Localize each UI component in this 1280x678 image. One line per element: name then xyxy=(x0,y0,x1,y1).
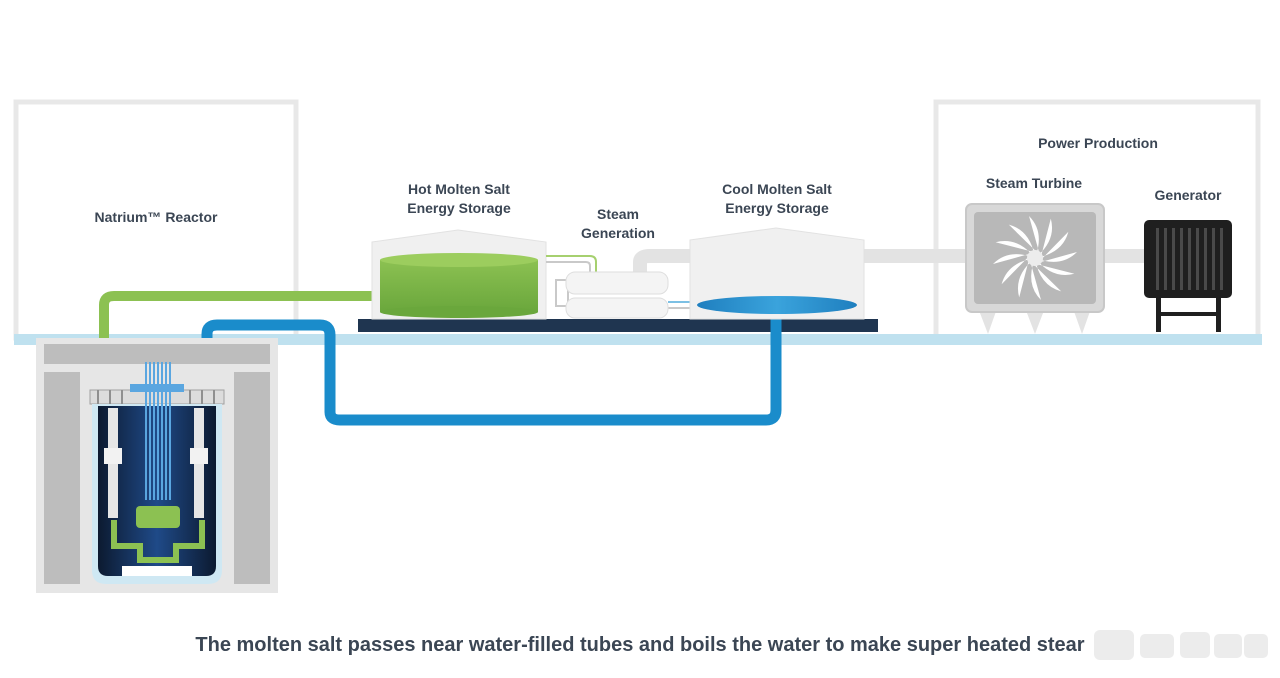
hot-storage-label-line1: Hot Molten Salt xyxy=(408,181,510,197)
hot-storage-label-line2: Energy Storage xyxy=(407,200,511,216)
turbine-fan-icon xyxy=(993,216,1077,300)
steam-generation-label-line1: Steam xyxy=(596,206,640,222)
cool-storage-label-line2: Energy Storage xyxy=(725,200,829,216)
cool-storage-label: Cool Molten Salt Energy Storage xyxy=(690,180,864,218)
steam-line xyxy=(633,249,1160,278)
power-production-label: Power Production xyxy=(1038,135,1158,151)
generator-label: Generator xyxy=(1154,187,1222,203)
steam-generation-label: Steam Generation xyxy=(558,205,678,243)
steam-generator xyxy=(565,271,669,319)
hot-storage-label: Hot Molten Salt Energy Storage xyxy=(374,180,544,218)
hot-salt-pipe xyxy=(99,291,372,392)
reactor-vessel xyxy=(89,362,225,584)
caption: The molten salt passes near water-filled… xyxy=(195,634,1085,656)
watermark xyxy=(1094,630,1268,660)
generator xyxy=(1144,220,1232,332)
cool-salt-pipe xyxy=(201,312,782,426)
steam-turbine-label: Steam Turbine xyxy=(985,175,1083,191)
steam-turbine xyxy=(965,203,1105,334)
storage-platform xyxy=(358,319,878,332)
cool-storage-label-line1: Cool Molten Salt xyxy=(722,181,832,197)
reactor-label: Natrium™ Reactor xyxy=(94,209,218,225)
control-rods xyxy=(145,362,171,500)
steam-generation-label-line2: Generation xyxy=(581,225,655,241)
ground-line xyxy=(14,334,1262,345)
cool-storage-tank xyxy=(689,227,865,320)
hot-storage-tank xyxy=(371,229,547,320)
